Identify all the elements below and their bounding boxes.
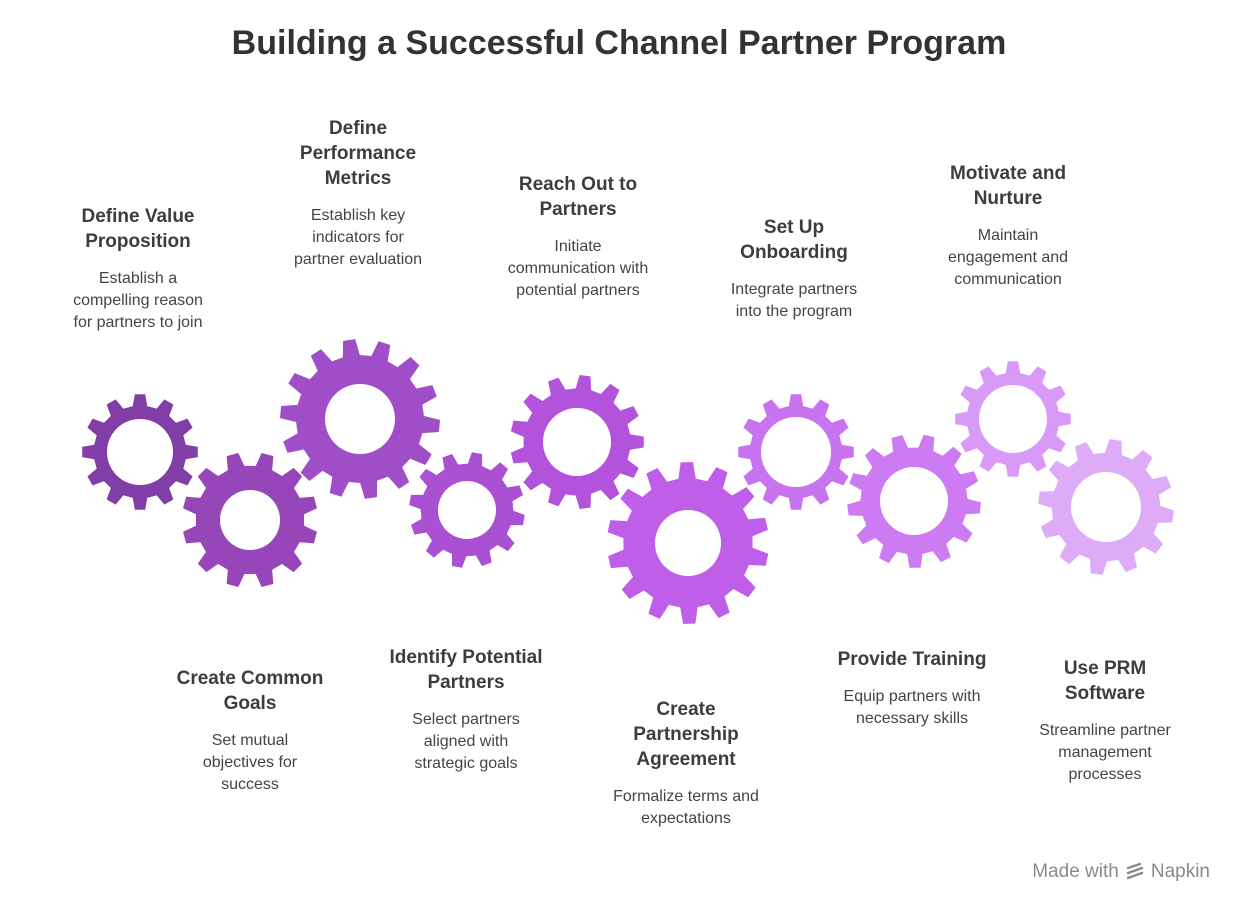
- step-description: Integrate partners into the program: [730, 281, 858, 320]
- step-heading: Identify Potential Partners: [389, 647, 543, 693]
- gear-icon-identify-potential-partners: [409, 452, 525, 568]
- diagram-title: Building a Successful Channel Partner Pr…: [231, 24, 1007, 62]
- made-with-napkin-footer[interactable]: Made with Napkin: [1032, 861, 1210, 883]
- step-description: Equip partners with necessary skills: [843, 688, 981, 727]
- step-define-performance-metrics: Define Performance Metrics Establish key…: [263, 116, 453, 271]
- step-description: Formalize terms and expectations: [613, 788, 759, 827]
- napkin-logo-icon: [1126, 862, 1144, 880]
- step-provide-training: Provide Training Equip partners with nec…: [817, 647, 1007, 730]
- step-define-value-proposition: Define Value Proposition Establish a com…: [43, 204, 233, 334]
- gear-icon-create-partnership-agreement: [607, 462, 769, 624]
- gear-icon-create-common-goals: [183, 453, 317, 587]
- step-heading: Set Up Onboarding: [740, 217, 848, 263]
- step-heading: Provide Training: [837, 649, 987, 670]
- step-description: Initiate communication with potential pa…: [507, 238, 649, 299]
- step-heading: Create Partnership Agreement: [633, 699, 739, 770]
- step-heading: Use PRM Software: [1063, 658, 1147, 704]
- step-motivate-and-nurture: Motivate and Nurture Maintain engagement…: [913, 161, 1103, 291]
- step-heading: Motivate and Nurture: [949, 163, 1067, 209]
- gear-icon-motivate-and-nurture: [955, 361, 1071, 477]
- step-set-up-onboarding: Set Up Onboarding Integrate partners int…: [699, 215, 889, 323]
- step-description: Establish a compelling reason for partne…: [73, 270, 203, 331]
- step-description: Maintain engagement and communication: [947, 227, 1069, 288]
- step-description: Set mutual objectives for success: [202, 732, 298, 793]
- step-create-partnership-agreement: Create Partnership Agreement Formalize t…: [591, 697, 781, 830]
- step-description: Establish key indicators for partner eva…: [293, 207, 423, 268]
- step-heading: Define Performance Metrics: [299, 118, 417, 189]
- step-create-common-goals: Create Common Goals Set mutual objective…: [155, 666, 345, 796]
- step-identify-potential-partners: Identify Potential Partners Select partn…: [371, 645, 561, 775]
- gear-icon-provide-training: [847, 434, 981, 568]
- gear-icon-use-prm-software: [1038, 439, 1174, 575]
- step-description: Select partners aligned with strategic g…: [412, 711, 520, 772]
- gear-icon-set-up-onboarding: [738, 394, 854, 510]
- step-heading: Define Value Proposition: [81, 206, 195, 252]
- step-reach-out-to-partners: Reach Out to Partners Initiate communica…: [483, 172, 673, 302]
- napkin-brand-text: Napkin: [1150, 861, 1210, 882]
- step-use-prm-software: Use PRM Software Streamline partner mana…: [1010, 656, 1200, 786]
- step-description: Streamline partner management processes: [1039, 722, 1171, 783]
- step-heading: Reach Out to Partners: [518, 174, 638, 220]
- made-with-text: Made with: [1032, 861, 1119, 882]
- gear-icon-define-performance-metrics: [280, 339, 440, 499]
- gear-icon-reach-out-to-partners: [510, 375, 644, 509]
- step-heading: Create Common Goals: [176, 668, 324, 714]
- gear-icon-define-value-proposition: [82, 394, 198, 510]
